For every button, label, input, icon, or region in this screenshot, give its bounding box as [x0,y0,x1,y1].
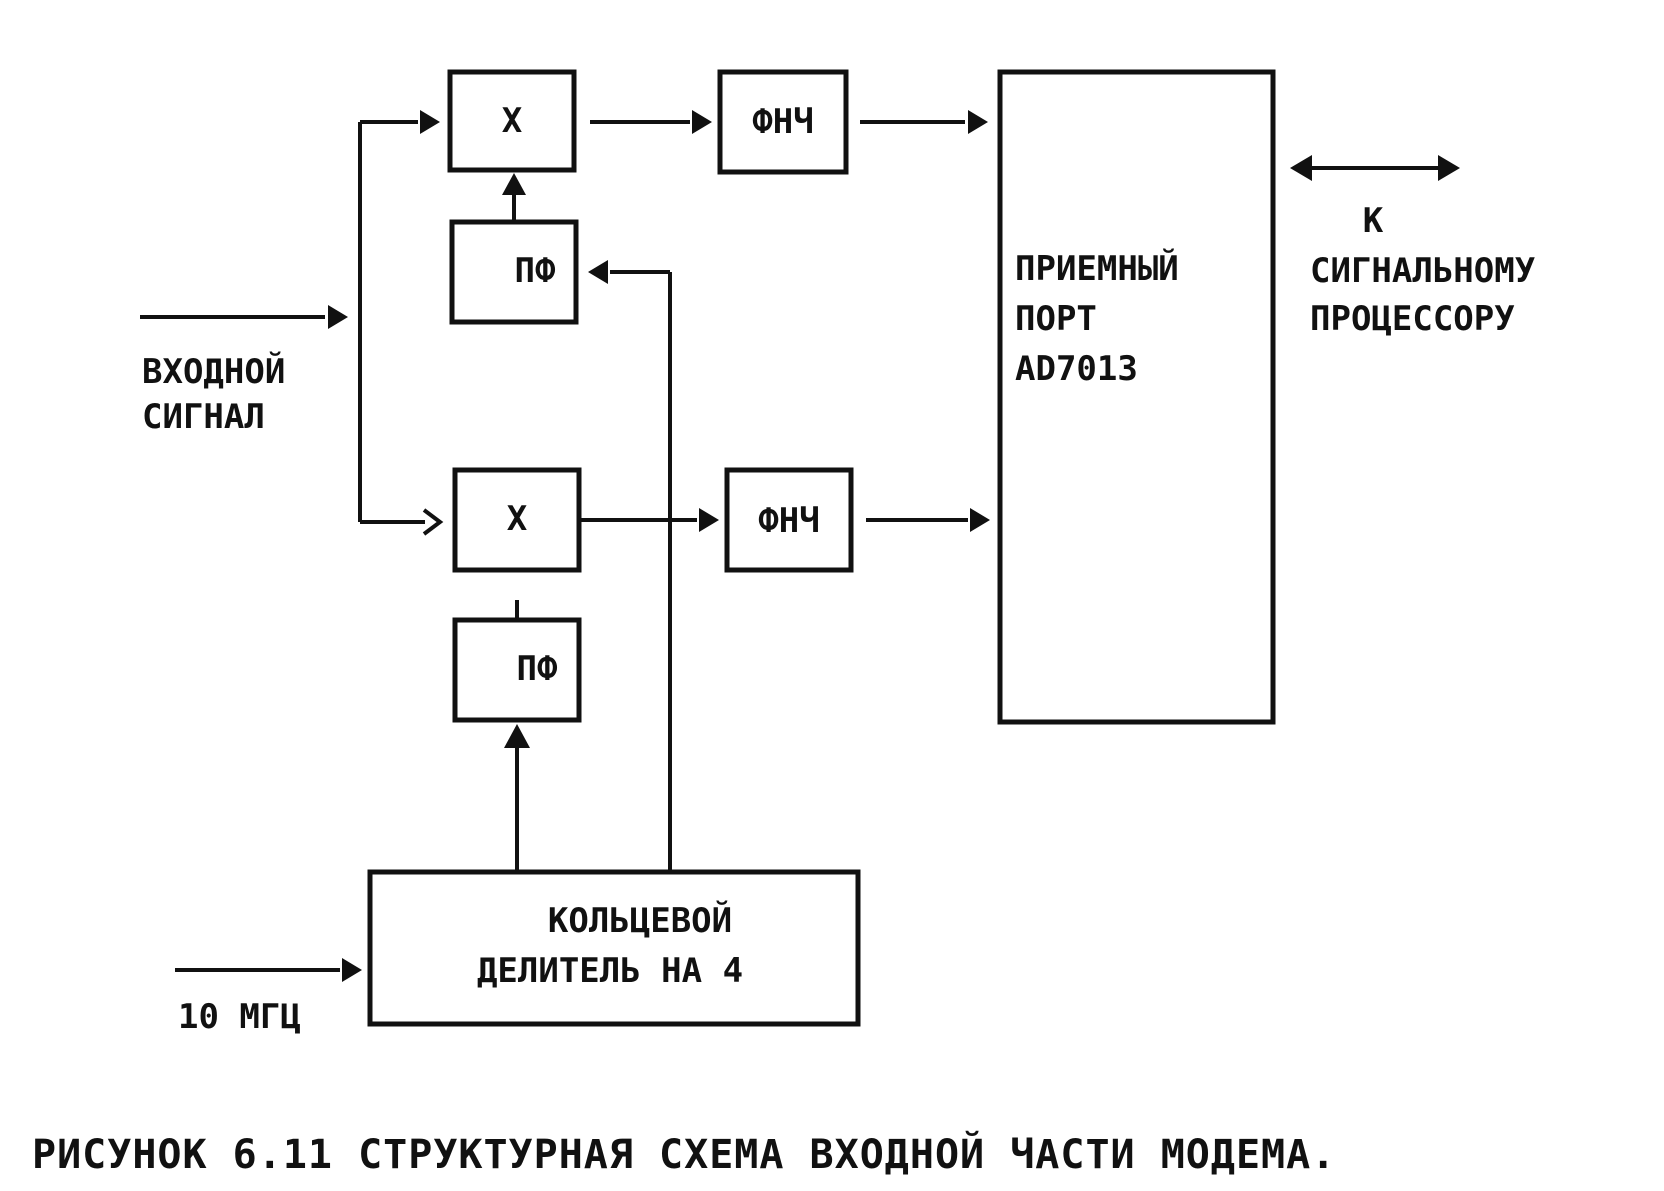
dsp-label-3: ПРОЦЕССОРУ [1310,299,1515,339]
input-signal-arrow [328,305,348,329]
divider-to-bpf-top-arrow [588,260,608,284]
dsp-bus-arrow-right [1438,155,1460,181]
lowpass-filter-top-block [717,69,849,175]
lpf-top-to-port-arrow [968,110,988,134]
lowpass-filter-bottom-block [724,467,854,573]
divider-label-2: ДЕЛИТЕЛЬ НА 4 [477,951,743,991]
bpf-bottom-label: ПФ [517,649,558,689]
mixer-bottom-label: X [507,499,528,539]
dsp-label-2: СИГНАЛЬНОМУ [1310,251,1535,291]
divider-to-bpf-bottom-arrow [504,724,530,748]
lpf-top-label: ФНЧ [752,102,813,142]
divider-label-1: КОЛЬЦЕВОЙ [548,900,732,941]
receive-port-block [997,69,1276,725]
receive-port-label-2: ПОРТ [1015,299,1097,339]
input-signal-label-2: СИГНАЛ [142,397,265,437]
mixer-to-lpf-top-arrow [692,110,712,134]
dsp-bus-arrow-left [1290,155,1312,181]
clock-label: 10 МГЦ [178,997,301,1037]
receive-port-label-1: ПРИЕМНЫЙ [1015,248,1179,289]
input-signal-label-1: ВХОДНОЙ [142,351,285,392]
mixer-top-block [447,69,577,173]
mixer-to-lpf-bottom-arrow [699,508,719,532]
to-mixer-top-arrow [420,110,440,134]
lpf-bottom-label: ФНЧ [758,501,819,541]
clock-arrow [342,958,362,982]
lpf-bottom-to-port-arrow [970,508,990,532]
to-mixer-bottom-arrow [422,508,444,536]
mixer-top-label: X [502,101,523,141]
ring-divider-block [367,869,861,1027]
bpf-top-label: ПФ [515,251,556,291]
figure-caption: РИСУНОК 6.11 СТРУКТУРНАЯ СХЕМА ВХОДНОЙ Ч… [32,1130,1336,1178]
receive-port-label-3: AD7013 [1015,349,1138,389]
dsp-label-1: К [1363,201,1384,241]
bpf-to-mixer-top-arrow [502,173,526,195]
